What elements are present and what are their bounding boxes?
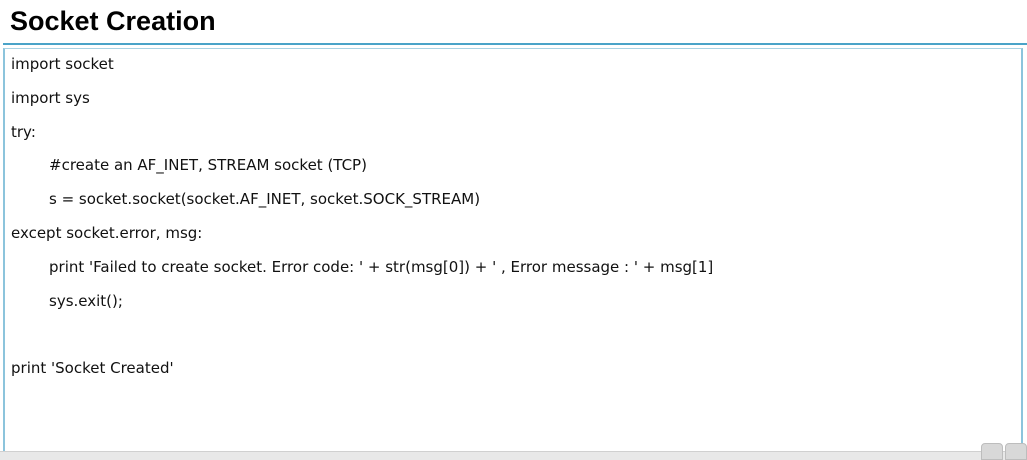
code-line-import-socket: import socket	[11, 55, 114, 73]
code-line-sys-exit: sys.exit();	[49, 292, 123, 310]
code-line-try: try:	[11, 123, 36, 141]
slide-title: Socket Creation	[10, 6, 216, 36]
bottom-scrollbar[interactable]	[0, 451, 1027, 460]
title-divider	[3, 43, 1027, 45]
code-line-print-error: print 'Failed to create socket. Error co…	[49, 258, 714, 276]
code-line-import-sys: import sys	[11, 89, 90, 107]
scroll-right-button[interactable]	[1005, 443, 1027, 460]
code-block: import socket import sys try: #create an…	[3, 48, 1023, 460]
code-line-print-created: print 'Socket Created'	[11, 359, 174, 377]
scroll-left-button[interactable]	[981, 443, 1003, 460]
code-line-socket-create: s = socket.socket(socket.AF_INET, socket…	[49, 190, 481, 208]
code-line-except: except socket.error, msg:	[11, 224, 203, 242]
code-line-comment: #create an AF_INET, STREAM socket (TCP)	[49, 156, 367, 174]
